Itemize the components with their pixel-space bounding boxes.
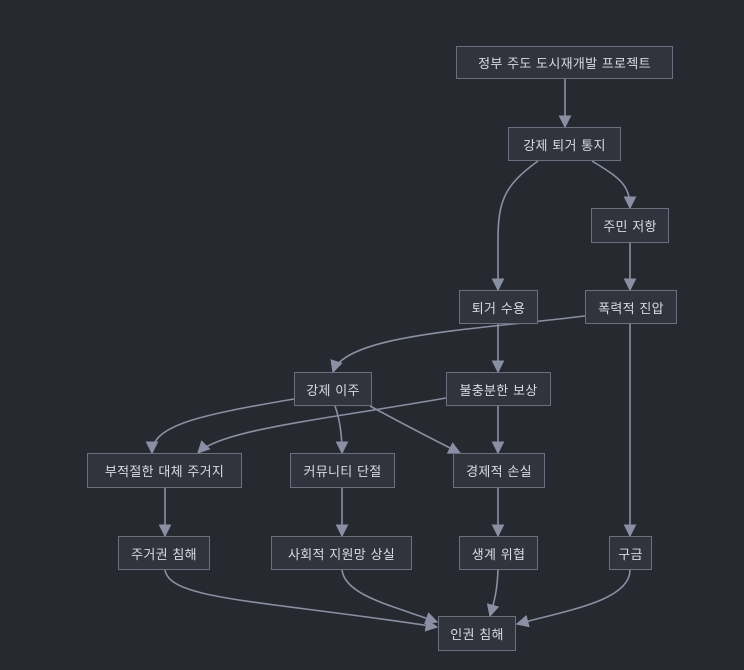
node-economic-loss: 경제적 손실 — [453, 453, 545, 488]
node-social-support-loss: 사회적 지원망 상실 — [271, 536, 412, 570]
node-housing-rights-violation: 주거권 침해 — [118, 536, 210, 570]
edge-n6-n8 — [145, 398, 295, 455]
node-human-rights-violation: 인권 침해 — [438, 616, 516, 651]
edge-n11-n15 — [164, 569, 439, 632]
node-livelihood-threat: 생계 위협 — [459, 536, 538, 570]
edge-n13-n15 — [486, 569, 500, 618]
node-resident-resistance: 주민 저항 — [591, 208, 669, 243]
edge-n7-n8 — [197, 397, 447, 454]
node-community-disruption: 커뮤니티 단절 — [290, 453, 395, 488]
node-insufficient-compensation: 불충분한 보상 — [446, 372, 551, 406]
node-forced-relocation: 강제 이주 — [294, 372, 372, 406]
edge-n5-n6 — [330, 315, 586, 374]
edge-n14-n15 — [515, 569, 631, 628]
edge-n2-n4 — [491, 160, 539, 292]
node-detention: 구금 — [609, 536, 652, 570]
edge-n6-n9 — [334, 405, 349, 455]
edge-n6-n10 — [369, 405, 462, 454]
node-inadequate-housing: 부적절한 대체 주거지 — [87, 453, 242, 488]
node-urban-redevelopment-project: 정부 주도 도시재개발 프로젝트 — [456, 46, 673, 79]
node-forced-eviction-notice: 강제 퇴거 통지 — [508, 127, 621, 161]
edge-n2-n3 — [591, 160, 637, 210]
node-violent-suppression: 폭력적 진압 — [585, 290, 677, 324]
edge-n12-n15 — [341, 569, 439, 625]
node-accept-eviction: 퇴거 수용 — [459, 290, 538, 324]
